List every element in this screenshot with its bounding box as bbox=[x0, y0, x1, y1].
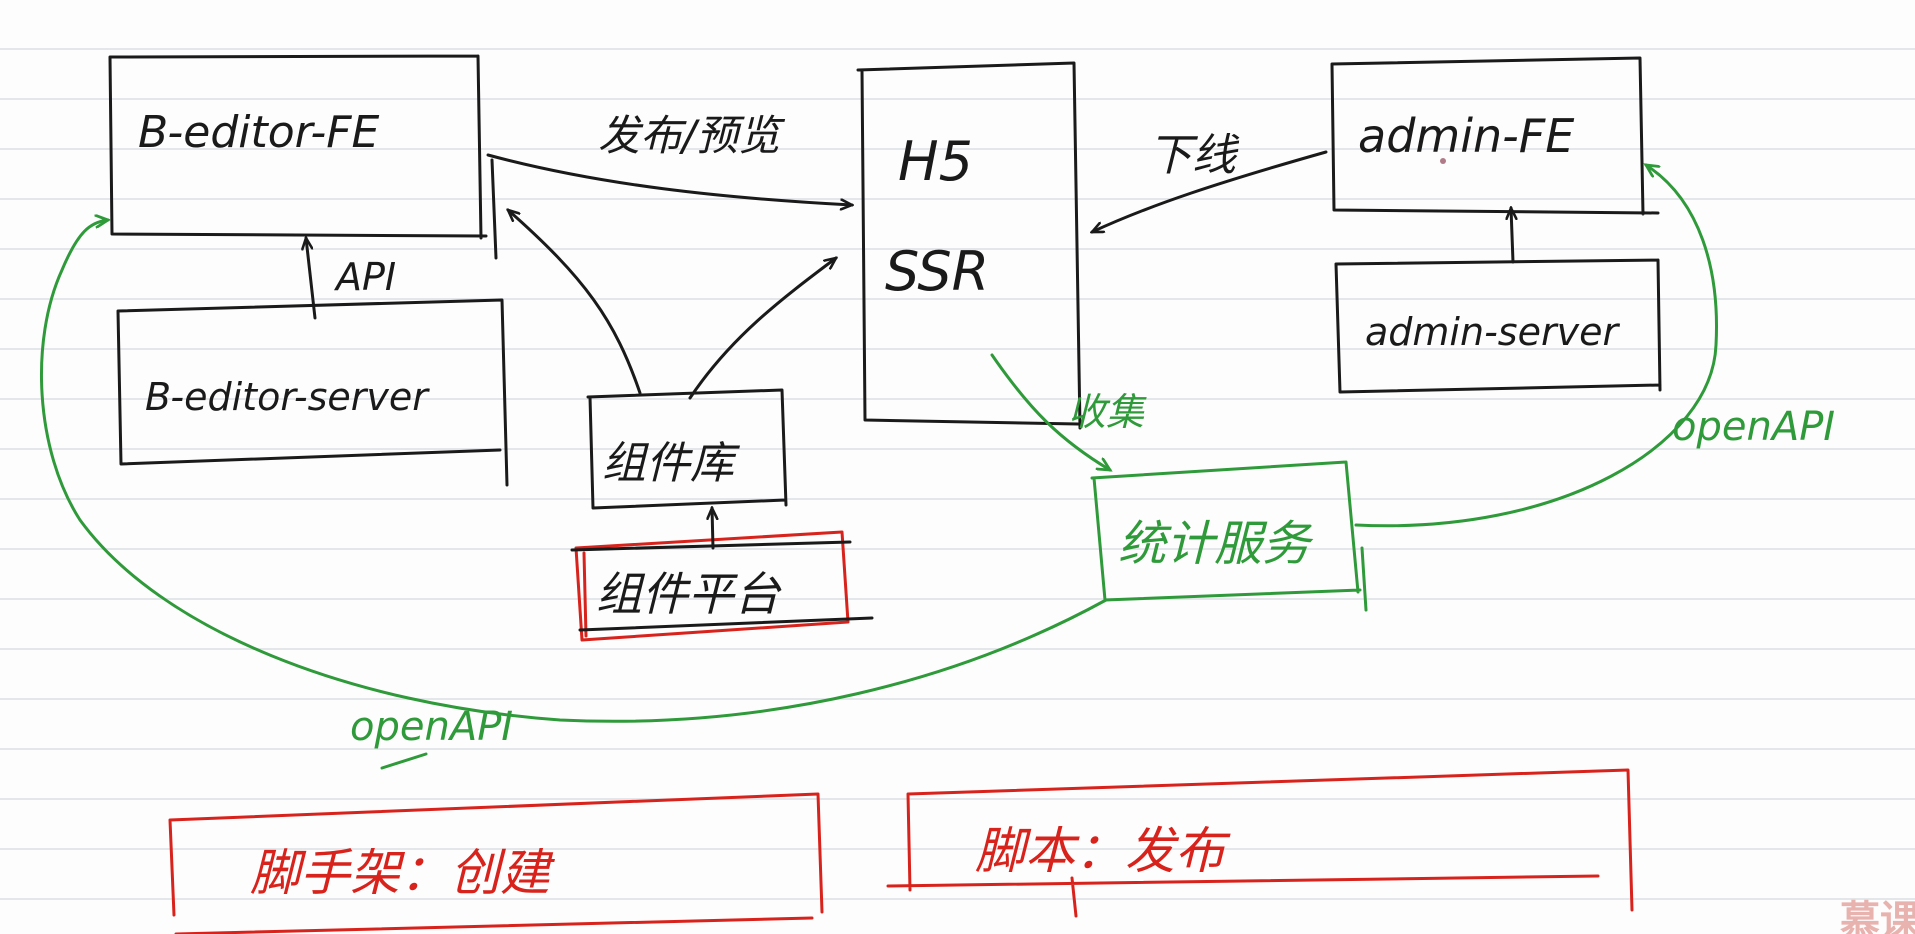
edge-lib-to-h5 bbox=[688, 258, 836, 400]
edge-admin-api bbox=[1511, 208, 1513, 264]
watermark-logo: 慕课 bbox=[1840, 898, 1915, 934]
node-component-lib: 组件库 bbox=[586, 388, 788, 510]
node-b-editor-server: B-editor-server bbox=[116, 298, 509, 487]
node-stats-service-label: 统计服务 bbox=[1118, 516, 1314, 572]
footer-script-box: 脚本：发布 bbox=[886, 768, 1634, 918]
edge-publish-preview bbox=[486, 153, 852, 205]
edge-publish-preview-label: 发布/预览 bbox=[598, 111, 786, 160]
footer-scaffold-box: 脚手架：创建 bbox=[168, 792, 824, 934]
edge-openapi-bottom-label: openAPI bbox=[350, 704, 513, 750]
node-component-platform: 组件平台 bbox=[570, 530, 874, 642]
node-component-lib-label: 组件库 bbox=[602, 438, 741, 489]
node-b-editor-server-label: B-editor-server bbox=[145, 375, 430, 419]
node-b-editor-fe-label: B-editor-FE bbox=[138, 107, 380, 158]
edge-platform-to-lib bbox=[712, 508, 713, 550]
ink-underline bbox=[380, 752, 428, 770]
node-admin-fe-label: admin-FE bbox=[1358, 109, 1574, 163]
footer-script-label: 脚本：发布 bbox=[975, 822, 1231, 880]
node-b-editor-fe: B-editor-FE bbox=[108, 54, 498, 260]
node-component-platform-label: 组件平台 bbox=[596, 567, 782, 621]
edge-collect bbox=[990, 353, 1110, 470]
node-admin-server: admin-server bbox=[1334, 258, 1662, 394]
ink-dot bbox=[1440, 158, 1446, 164]
footer-scaffold-label: 脚手架：创建 bbox=[250, 844, 555, 902]
edge-openapi-bottom bbox=[40, 220, 1108, 723]
node-h5-label: H5 bbox=[898, 130, 973, 193]
edge-openapi-right bbox=[1354, 165, 1718, 528]
edge-offline bbox=[1092, 150, 1328, 234]
node-ssr-label: SSR bbox=[885, 240, 989, 303]
node-stats-service: 统计服务 bbox=[1090, 460, 1368, 612]
node-h5-ssr: H5 SSR bbox=[856, 61, 1082, 430]
node-admin-server-label: admin-server bbox=[1365, 310, 1620, 354]
edge-openapi-right-label: openAPI bbox=[1672, 404, 1835, 450]
edge-lib-to-editor bbox=[508, 210, 642, 395]
edge-api-label: API bbox=[333, 255, 396, 299]
node-admin-fe: admin-FE bbox=[1330, 56, 1660, 216]
edge-offline-label: 下线 bbox=[1148, 130, 1240, 181]
edge-api bbox=[306, 238, 317, 320]
edge-collect-label: 收集 bbox=[1068, 390, 1147, 434]
